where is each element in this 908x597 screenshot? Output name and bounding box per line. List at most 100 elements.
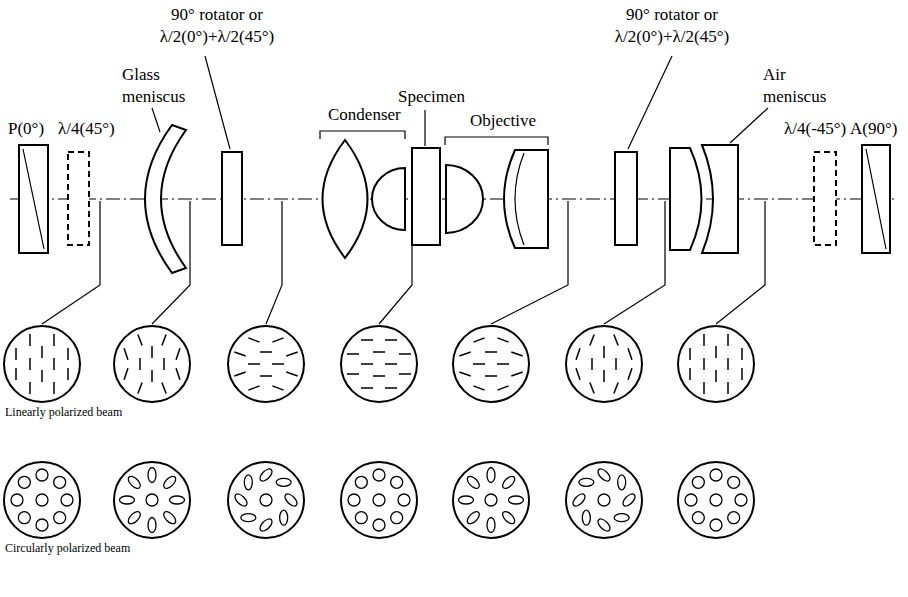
polarization-ellipse [36,494,48,506]
polarization-ellipse [276,478,291,486]
polarization-dash [385,387,397,389]
polarization-ellipse [258,517,274,533]
beam-section [4,326,80,402]
polarization-dash [29,358,31,370]
polarization-ellipse [162,474,178,490]
polarization-dash [373,351,385,353]
polarization-dash [703,382,705,394]
leader-line [491,201,568,324]
beam-section [228,326,304,402]
polarization-ellipse [51,509,68,526]
polarization-ellipse [170,496,185,504]
polarization-ellipse [710,494,722,506]
polarization-dash [361,363,373,365]
polarization-dash [260,351,272,353]
polarization-dash [67,368,69,380]
beam-section [566,462,642,538]
air-meniscus-lens [670,148,702,250]
polarization-ellipse [388,509,405,526]
polarization-dash [29,334,31,346]
leader-line [379,201,412,324]
polarization-dash [361,339,373,341]
polarization-dash [703,334,705,346]
beam-section [341,462,417,538]
polarization-dash [286,352,297,356]
polarization-ellipse [51,474,68,491]
analyzer [862,145,890,253]
polarization-ellipse [244,475,252,490]
polarization-dash [272,338,283,342]
condenser-lens [323,140,368,258]
polarization-dash [741,348,743,360]
polarization-ellipse [710,469,722,481]
polarization-ellipse [36,519,48,531]
polarization-dash [614,382,618,393]
rotator-plate [615,152,637,245]
beam-section [4,462,80,538]
polarization-dash [138,382,142,393]
polarization-dash [689,348,691,360]
leader-line [604,201,665,324]
polarization-dash [741,368,743,380]
polarization-dash [248,338,259,342]
quarter-wave-plate [68,152,89,245]
polarization-dash [347,353,359,355]
specimen-slide [412,148,440,245]
polarization-ellipse [241,514,256,522]
leader-line [266,201,282,324]
polarization-dash [485,375,497,377]
leader-line [152,201,190,324]
leader-line [424,110,425,146]
polarization-ellipse [353,509,370,526]
polarization-dash [511,352,522,356]
polarization-ellipse [283,492,299,508]
bracket [445,137,548,145]
polarization-ellipse [373,494,385,506]
polarization-dash [703,358,705,370]
polarization-dash [272,363,284,365]
polarization-dash [53,334,55,346]
polarization-ellipse [348,494,360,506]
polarization-dash [151,346,153,358]
polarization-dash [727,358,729,370]
polarization-dash [15,348,17,360]
polarization-dash [590,334,594,345]
polarization-ellipse [258,492,275,509]
beam-cross-sections [4,201,765,538]
polarization-dash [286,372,297,376]
part-label: λ/4(45°) [58,118,115,140]
polarization-dash [511,372,522,376]
polarization-ellipse [487,518,495,533]
polarization-dash [67,348,69,360]
polarization-dash [727,334,729,346]
polarization-ellipse [373,469,385,481]
polarization-dash [234,372,245,376]
polarization-ellipse [501,474,517,490]
leader-line [205,56,230,149]
leader-line [152,108,160,132]
polarization-dash [176,348,180,359]
polarization-ellipse [459,496,474,504]
polarization-ellipse [690,509,707,526]
beam-section [566,326,642,402]
polarization-ellipse [487,468,495,483]
polarization-dash [248,363,260,365]
air-meniscus-lens [702,145,738,253]
polarization-ellipse [465,474,481,490]
polarization-ellipse [710,519,722,531]
part-label: A(90°) [850,118,897,140]
part-label: P(0°) [8,118,44,140]
beam-section [114,326,190,402]
polarization-ellipse [61,494,73,506]
polarization-dash [727,382,729,394]
polarization-dash [41,370,43,382]
polarization-dash [272,386,283,390]
polarization-dash [385,339,397,341]
polarization-ellipse [621,492,637,508]
polarization-dash [361,387,373,389]
polarization-dash [473,386,484,390]
polarizer-prism-joint [23,149,44,249]
polarization-ellipse [126,510,142,526]
polarization-ellipse [596,492,613,509]
